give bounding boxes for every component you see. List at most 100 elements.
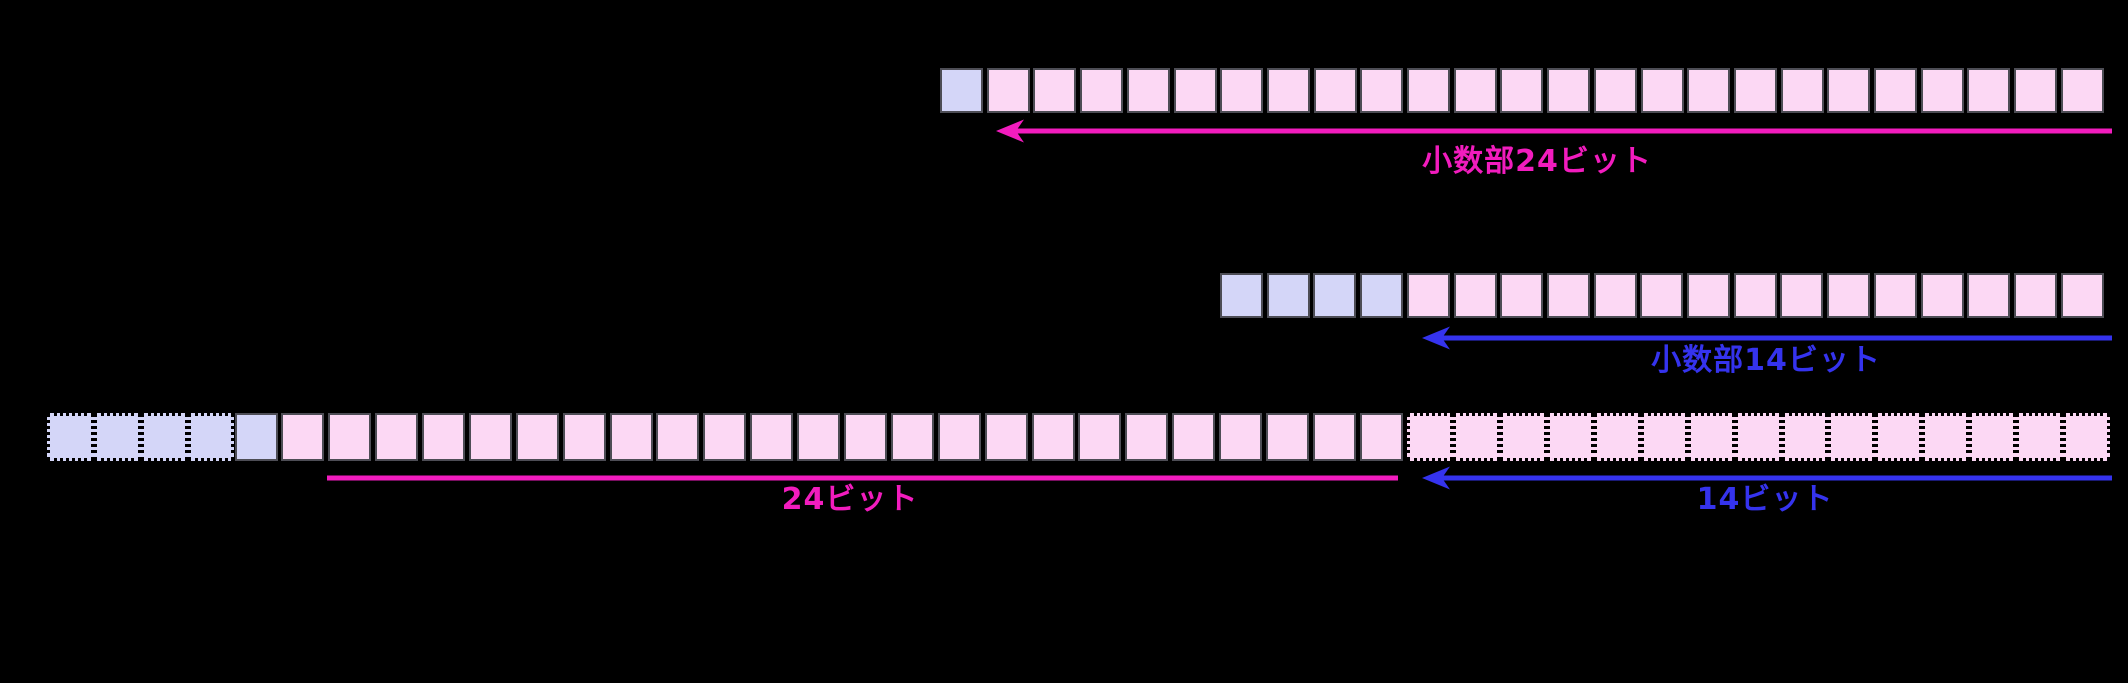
bit-cell: [750, 413, 794, 461]
bit-cell: [1922, 413, 1970, 461]
bit-cell: [937, 413, 981, 461]
span-24bit-label: 24ビット: [781, 482, 919, 517]
bit-cell: [1033, 68, 1077, 113]
bit-cell: [1547, 68, 1591, 113]
bit-cell: [1172, 413, 1216, 461]
bit-cell: [187, 413, 235, 461]
bit-cell: [656, 413, 700, 461]
bit-cell: [1406, 273, 1450, 318]
bit-cell: [1874, 68, 1917, 113]
bit-cell: [1266, 68, 1310, 113]
bit-cell: [1828, 413, 1876, 461]
bit-cell: [1640, 68, 1684, 113]
bit-cell: [1313, 68, 1357, 113]
bit-cell: [1031, 413, 1075, 461]
bit-cell: [422, 413, 465, 461]
bit-cell: [1219, 413, 1262, 461]
bit-cell: [1453, 413, 1501, 461]
bit-cell: [1173, 68, 1217, 113]
bit-cell: [1780, 68, 1824, 113]
fraction-24bit-label: 小数部24ビット: [1422, 144, 1652, 179]
bit-cell: [2014, 68, 2058, 113]
bit-cell: [1078, 413, 1122, 461]
bit-cell: [609, 413, 653, 461]
bit-cell: [1687, 273, 1730, 318]
bit-cell: [1125, 413, 1169, 461]
bit-cell: [281, 413, 325, 461]
bit-cell: [1967, 273, 2011, 318]
bit-cell: [1407, 68, 1450, 113]
bit-cell: [1875, 413, 1923, 461]
bit-cell: [1734, 413, 1782, 461]
bit-cell: [703, 413, 747, 461]
bit-cell: [375, 413, 419, 461]
bit-cell: [2013, 273, 2057, 318]
bit-cell: [890, 413, 934, 461]
span-14bit-arrow: [1422, 465, 2112, 491]
bit-cell: [1453, 68, 1497, 113]
bit-cell: [1640, 273, 1684, 318]
bit-cell: [1080, 68, 1124, 113]
bit-cell: [1220, 68, 1264, 113]
bit-cell: [1220, 273, 1263, 318]
left-arrow-icon: [1422, 466, 2112, 490]
bit-cell: [1640, 413, 1688, 461]
bit-cell: [1265, 413, 1309, 461]
bit-cell: [984, 413, 1028, 461]
bit-cell: [1593, 68, 1637, 113]
bit-cell: [2060, 273, 2104, 318]
bit-cell: [1406, 413, 1454, 461]
bit-cell: [1781, 413, 1829, 461]
bit-cell: [1733, 273, 1777, 318]
bit-cell: [1920, 68, 1964, 113]
bit-cell: [47, 413, 94, 461]
bit-cell: [1546, 273, 1590, 318]
bit-cell: [1360, 273, 1404, 318]
bit-cell: [1266, 273, 1310, 318]
bit-cell: [1687, 413, 1735, 461]
bit-cell: [1733, 68, 1777, 113]
fraction-14bit-label: 小数部14ビット: [1651, 343, 1881, 378]
bit-cell: [1967, 68, 2011, 113]
bit-cell: [2062, 413, 2110, 461]
bit-cell: [1873, 273, 1917, 318]
bit-cell: [93, 413, 141, 461]
bit-cell: [1312, 413, 1356, 461]
bit-cell: [1593, 273, 1637, 318]
span-line-graphic: [327, 475, 1398, 481]
bit-cell: [1827, 273, 1871, 318]
bit-cell: [1359, 413, 1403, 461]
bit-cell: [1313, 273, 1357, 318]
bit-cell: [2016, 413, 2063, 461]
bit-cell: [1920, 273, 1964, 318]
bit-cell: [940, 68, 983, 113]
bit-cell: [1687, 68, 1731, 113]
bit-cell: [234, 413, 278, 461]
bit-cell: [140, 413, 188, 461]
fraction-24bit-arrow: [996, 118, 2112, 144]
bit-cell: [1453, 273, 1497, 318]
bit-cell: [1780, 273, 1824, 318]
bit-cell: [328, 413, 372, 461]
fraction-14bit-arrow: [1422, 325, 2112, 351]
bit-cell: [986, 68, 1030, 113]
bit-cell: [1500, 68, 1544, 113]
bit-cell: [1500, 413, 1548, 461]
left-arrow-icon: [996, 119, 2112, 143]
bit-cell: [797, 413, 841, 461]
bit-cell: [1969, 413, 2016, 461]
bit-cell: [1360, 68, 1404, 113]
bit-cell: [2060, 68, 2104, 113]
bit-cell: [1827, 68, 1871, 113]
bit-cell: [844, 413, 887, 461]
bit-cell: [1594, 413, 1641, 461]
bit-cell: [468, 413, 512, 461]
bit-cell: [515, 413, 559, 461]
span-24bit-line: [327, 465, 1398, 491]
left-arrow-icon: [1422, 326, 2112, 350]
span-14bit-label: 14ビット: [1696, 482, 1834, 517]
